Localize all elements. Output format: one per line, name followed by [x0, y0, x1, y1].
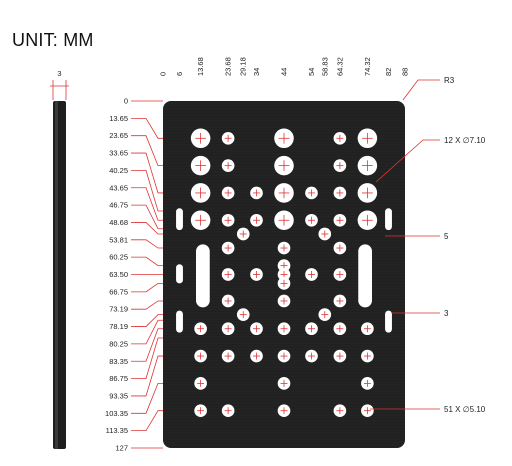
main-plate: [163, 101, 405, 448]
left-dim-label: 93.35: [109, 391, 128, 400]
side-view-highlight: [55, 101, 58, 449]
large-holes-label: 12 X ∅7.10: [444, 136, 486, 145]
left-dim-label: 73.19: [109, 305, 128, 314]
top-dim-label: 29.18: [239, 57, 248, 76]
left-dim-leader: [131, 319, 163, 345]
left-dim-leader: [131, 282, 163, 293]
left-dim-leader: [131, 152, 163, 194]
top-dim-label: 6: [175, 72, 184, 76]
left-dim-leader: [131, 239, 163, 249]
left-dim-label: 13.65: [109, 114, 128, 123]
top-dim-label: 0: [159, 72, 168, 76]
left-dim-label: 53.81: [109, 235, 128, 244]
left-dim-leader: [131, 300, 163, 310]
left-dim-label: 60.25: [109, 253, 128, 262]
top-dim-label: 64.32: [335, 57, 344, 76]
left-dim-leader: [131, 204, 163, 230]
side-view-plate: [53, 101, 66, 449]
left-dim-label: 66.75: [109, 287, 128, 296]
left-dim-leader: [131, 256, 163, 267]
left-dim-label: 63.50: [109, 270, 128, 279]
large-holes-leader: [375, 139, 440, 183]
left-dim-label: 43.65: [109, 183, 128, 192]
left-dim-leader: [131, 135, 163, 167]
left-dim-leader: [131, 169, 163, 212]
small-holes-label: 51 X ∅5.10: [444, 405, 486, 414]
left-dim-label: 40.25: [109, 166, 128, 175]
top-dim-label: 58.83: [320, 57, 329, 76]
left-dim-leader: [131, 117, 163, 139]
left-dim-leader: [131, 314, 163, 327]
left-dim-label: 0: [124, 97, 128, 106]
left-dim-label: 80.25: [109, 339, 128, 348]
page-title: UNIT: MM: [12, 30, 94, 50]
corner-radius-leader: [402, 79, 440, 101]
top-dim-label: 88: [401, 68, 410, 76]
left-dim-label: 46.75: [109, 201, 128, 210]
left-dim-leader: [131, 410, 163, 432]
left-dim-leader: [131, 328, 163, 362]
left-dim-label: 23.65: [109, 131, 128, 140]
corner-radius-label: R3: [444, 76, 455, 85]
left-dim-label: 33.65: [109, 149, 128, 158]
top-dim-label: 44: [280, 68, 289, 76]
top-dim-label: 34: [252, 68, 261, 76]
top-dimension-labels: 0 6 13.68 23.68 29.18 34 44 54 58.83 64.32 74.32 82…: [159, 57, 410, 76]
left-dim-label: 113.35: [106, 426, 128, 435]
top-dim-label: 74.32: [363, 57, 372, 76]
left-dimension-labels: 0 13.65 23.65 33.65 40.25 43.65 46.75 48.68 53.8…: [105, 97, 163, 453]
hole-pattern: [176, 128, 392, 418]
top-dim-label: 54: [307, 68, 316, 76]
left-dim-leader: [131, 337, 163, 380]
slot-offset-label: 3: [444, 309, 449, 318]
top-dim-label: 82: [384, 68, 393, 76]
left-dim-label: 48.68: [109, 218, 128, 227]
left-dim-label: 83.35: [109, 357, 128, 366]
side-view: 3: [50, 69, 69, 449]
left-dim-label: 127: [115, 444, 128, 453]
left-dim-label: 78.19: [109, 322, 128, 331]
left-dim-leader: [131, 382, 163, 414]
callouts: R3 12 X ∅7.10 5 3 51 X ∅5.10: [370, 76, 486, 414]
left-dim-leader: [131, 222, 163, 235]
top-dim-label: 23.68: [224, 57, 233, 76]
thickness-label: 3: [57, 69, 61, 78]
left-dim-label: 86.75: [109, 374, 128, 383]
slot-width-label: 5: [444, 232, 449, 241]
left-dim-label: 103.35: [105, 409, 128, 418]
left-dim-leader: [131, 355, 163, 397]
top-dim-label: 13.68: [196, 57, 205, 76]
left-dim-leader: [131, 187, 163, 221]
